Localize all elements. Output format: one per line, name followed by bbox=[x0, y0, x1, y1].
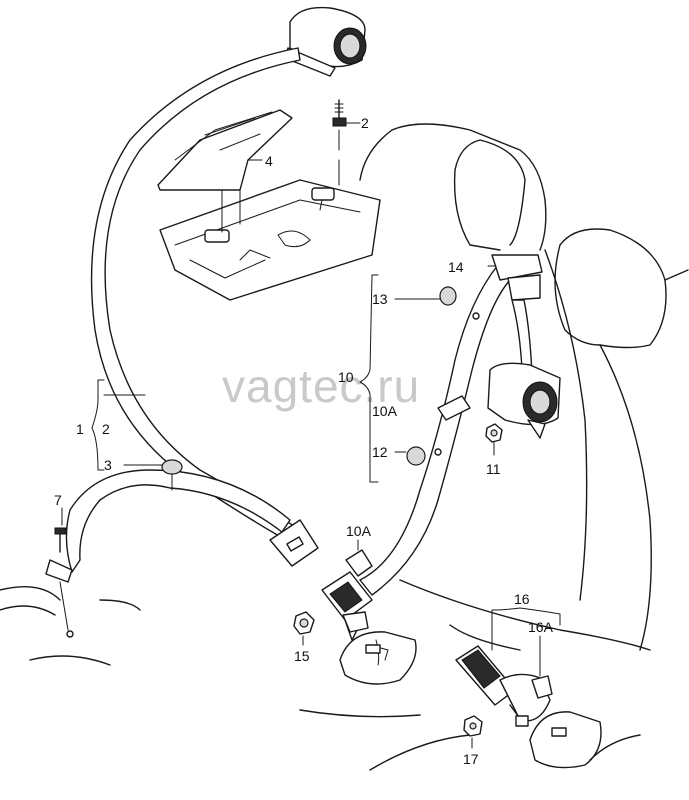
callout-4: 4 bbox=[265, 153, 273, 169]
callout-2-upper: 2 bbox=[361, 115, 369, 131]
seat-belt-10 bbox=[359, 254, 543, 596]
callout-2-lower: 2 bbox=[102, 421, 110, 437]
cap-12 bbox=[406, 446, 426, 466]
callout-17: 17 bbox=[463, 751, 479, 767]
callout-1: 1 bbox=[76, 421, 84, 437]
callout-14: 14 bbox=[448, 259, 464, 275]
callout-12: 12 bbox=[372, 444, 388, 460]
watermark: vagtec.ru bbox=[222, 360, 420, 412]
cover-bracket-4 bbox=[157, 109, 293, 233]
callout-10a-lower: 10A bbox=[346, 523, 372, 539]
nut-17 bbox=[463, 715, 483, 737]
buckle-16 bbox=[455, 645, 553, 727]
callout-3: 3 bbox=[104, 457, 112, 473]
cap-3 bbox=[161, 459, 183, 491]
floor-pad-right bbox=[529, 711, 602, 769]
right-retractor bbox=[487, 362, 561, 439]
anchor-7 bbox=[45, 527, 74, 638]
callout-labels: 2 4 1 2 3 7 14 13 10 10A 12 11 10A 15 16… bbox=[54, 115, 554, 767]
callout-16: 16 bbox=[514, 591, 530, 607]
right-small-parts bbox=[406, 286, 503, 466]
seat-outline bbox=[0, 123, 689, 771]
nut-15 bbox=[293, 611, 315, 635]
callout-10a-upper: 10A bbox=[372, 403, 398, 419]
upper-retractor bbox=[284, 6, 367, 77]
callout-15: 15 bbox=[294, 648, 310, 664]
callout-16a: 16A bbox=[528, 619, 554, 635]
cap-13 bbox=[439, 286, 457, 306]
belt-webbing-1 bbox=[65, 47, 319, 573]
callout-10: 10 bbox=[338, 369, 354, 385]
callout-13: 13 bbox=[372, 291, 388, 307]
callout-7: 7 bbox=[54, 492, 62, 508]
buckle-assembly-10a bbox=[321, 549, 380, 666]
leader-lines bbox=[61, 122, 561, 749]
callout-11: 11 bbox=[486, 461, 501, 477]
parcel-shelf-panel bbox=[159, 179, 381, 301]
floor-pad-middle bbox=[339, 631, 417, 685]
bolt-2 bbox=[332, 99, 347, 186]
